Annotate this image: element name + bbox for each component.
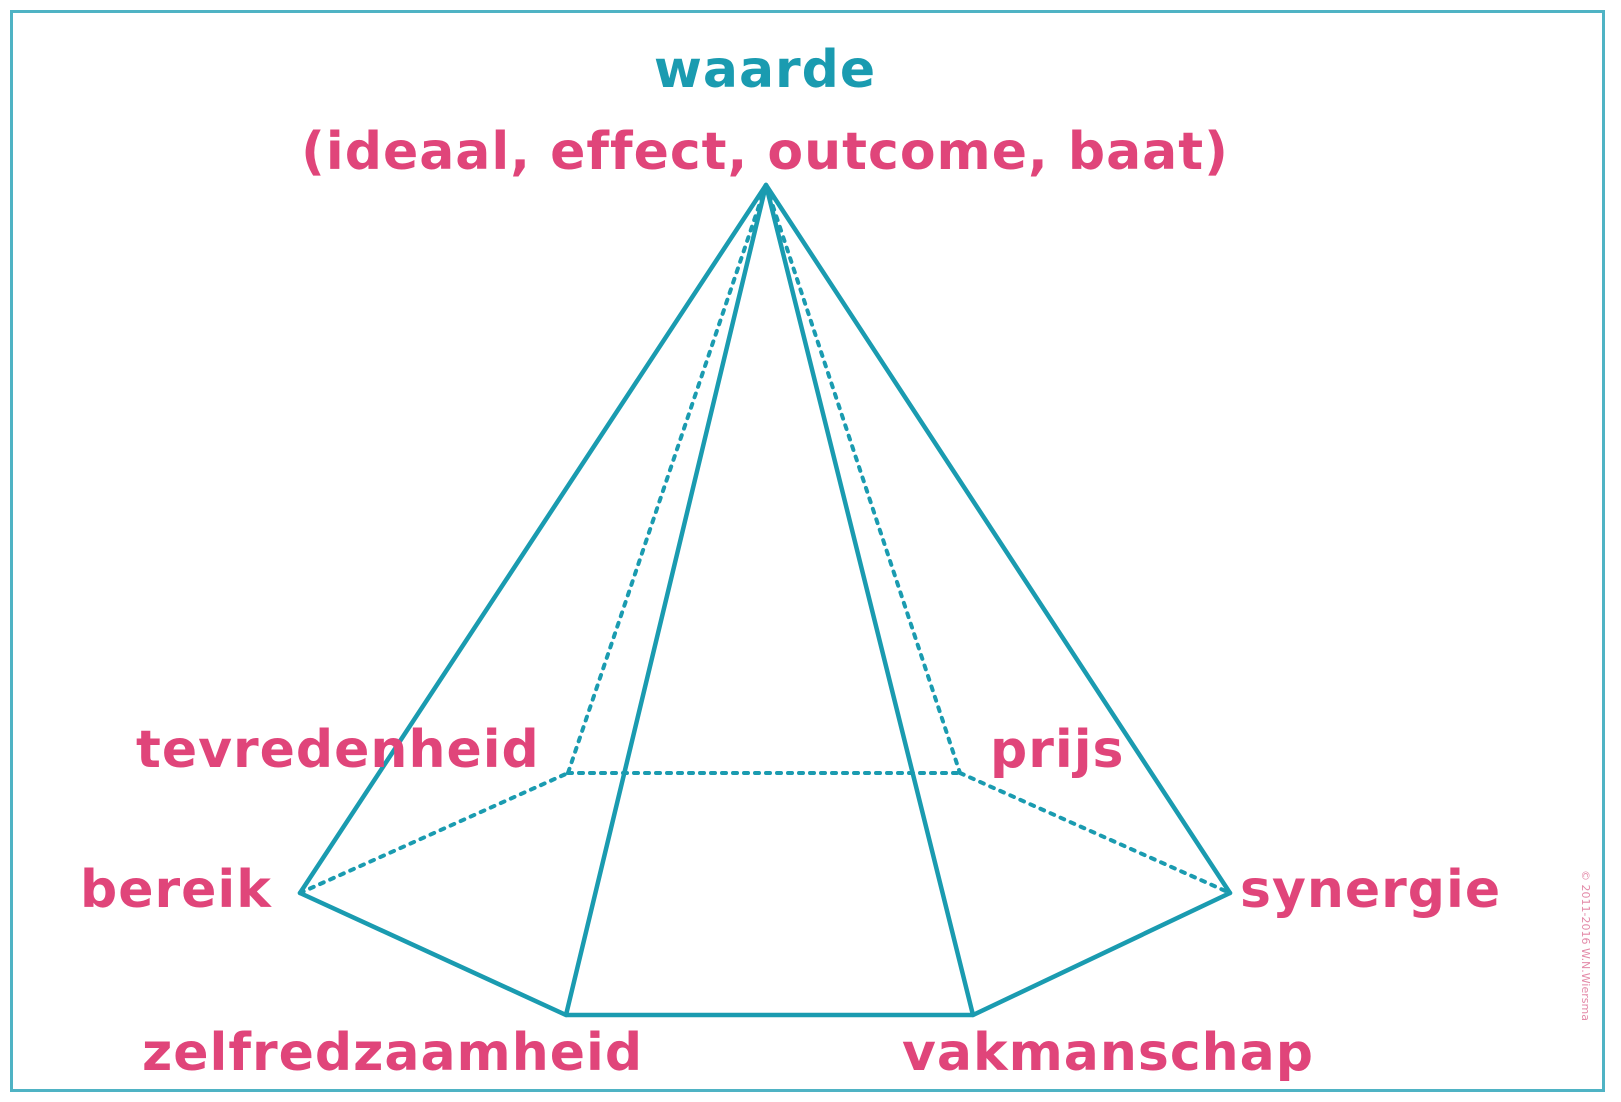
copyright-notice: © 2011-2016 W.N.Wiersma [1579,870,1592,1021]
edge-apex-front-left [563,182,769,1018]
edge-apex-front-right [763,182,976,1018]
diagram-frame [10,10,1605,1092]
vertex-label-zelfredzaamheid: zelfredzaamheid [142,1023,644,1083]
edge-apex-left [297,182,769,896]
vertex-label-vakmanschap: vakmanschap [902,1023,1314,1083]
apex-sublabel: (ideaal, effect, outcome, baat) [301,122,1229,182]
edge-apex-back-left [566,183,768,775]
vertex-label-synergie: synergie [1240,860,1502,920]
vertex-label-tevredenheid: tevredenheid [136,720,540,780]
apex-label: waarde [653,40,877,100]
edge-apex-back-right [764,183,962,775]
edge-apex-right [763,182,1233,896]
vertex-label-bereik: bereik [80,860,272,920]
edge-left-back-left [298,771,570,895]
vertex-label-prijs: prijs [990,720,1125,780]
edge-base-front [297,890,1233,1018]
edge-back-right-right [958,771,1232,895]
